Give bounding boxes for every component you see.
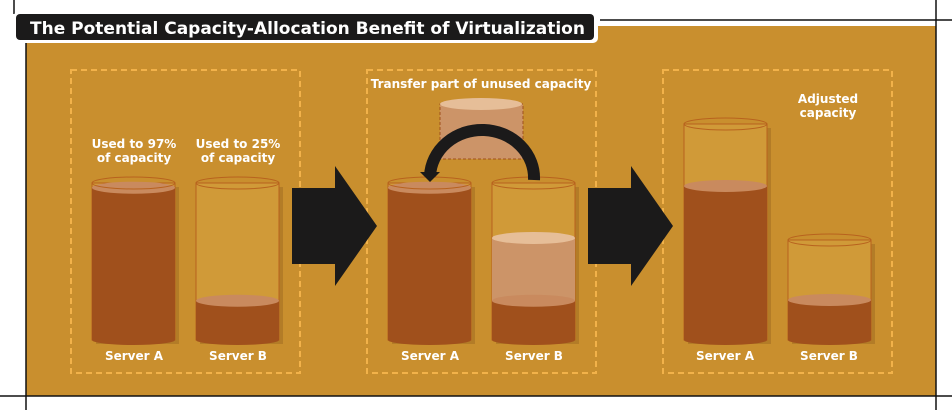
server-a-cylinder-rim <box>91 176 176 190</box>
server-a-label: Server A <box>105 349 164 363</box>
server-b-cylinder-unused-top <box>492 231 575 244</box>
server-b-cylinder-base <box>492 335 575 345</box>
server-a-cylinder-used <box>684 186 767 340</box>
server-a-cylinder-base <box>388 335 471 345</box>
server-b-label: Server B <box>209 349 267 363</box>
caption-transfer: Transfer part of unused capacity <box>371 77 592 91</box>
right-arrow-icon <box>292 166 377 286</box>
caption-adjusted: capacity <box>800 106 857 120</box>
server-a-cylinder-base <box>684 335 767 345</box>
server-a-cylinder-level <box>388 181 471 194</box>
server-a-cylinder-level <box>684 180 767 192</box>
server-a-cylinder-level <box>92 181 175 194</box>
server-b-cylinder-rim <box>787 233 872 247</box>
title: The Potential Capacity-Allocation Benefi… <box>30 19 585 39</box>
server-b-cylinder-rim <box>195 176 280 190</box>
server-b-cylinder-used <box>196 300 279 340</box>
server-b-cylinder-used <box>788 300 871 340</box>
server-b-cylinder-base <box>788 335 871 345</box>
server-b-label: Server B <box>800 349 858 363</box>
server-b-cylinder-used <box>492 300 575 340</box>
caption-server-b: of capacity <box>201 151 276 165</box>
server-b-label: Server B <box>505 349 563 363</box>
curved-arrow-icon <box>424 124 541 181</box>
server-a-cylinder-base <box>92 335 175 345</box>
background-panel <box>26 26 936 396</box>
caption-server-b: Used to 25% <box>196 137 281 151</box>
server-a-label: Server A <box>696 349 755 363</box>
server-b-cylinder-level <box>492 294 575 307</box>
right-arrow-icon <box>588 166 673 286</box>
server-b-cylinder-base <box>196 335 279 345</box>
title-bar-inner <box>16 14 594 40</box>
server-a-cylinder-rim <box>683 117 768 131</box>
server-a-cylinder-used <box>92 187 175 340</box>
arrow-head-icon <box>420 172 440 182</box>
server-a-cylinder-used <box>388 187 471 340</box>
server-a-label: Server A <box>401 349 460 363</box>
caption-adjusted: Adjusted <box>798 92 858 106</box>
caption-server-a: of capacity <box>97 151 172 165</box>
transferred-capacity-top <box>440 98 522 110</box>
caption-server-a: Used to 97% <box>92 137 177 151</box>
server-b-cylinder-level <box>788 294 871 306</box>
server-b-cylinder-level <box>196 294 279 307</box>
